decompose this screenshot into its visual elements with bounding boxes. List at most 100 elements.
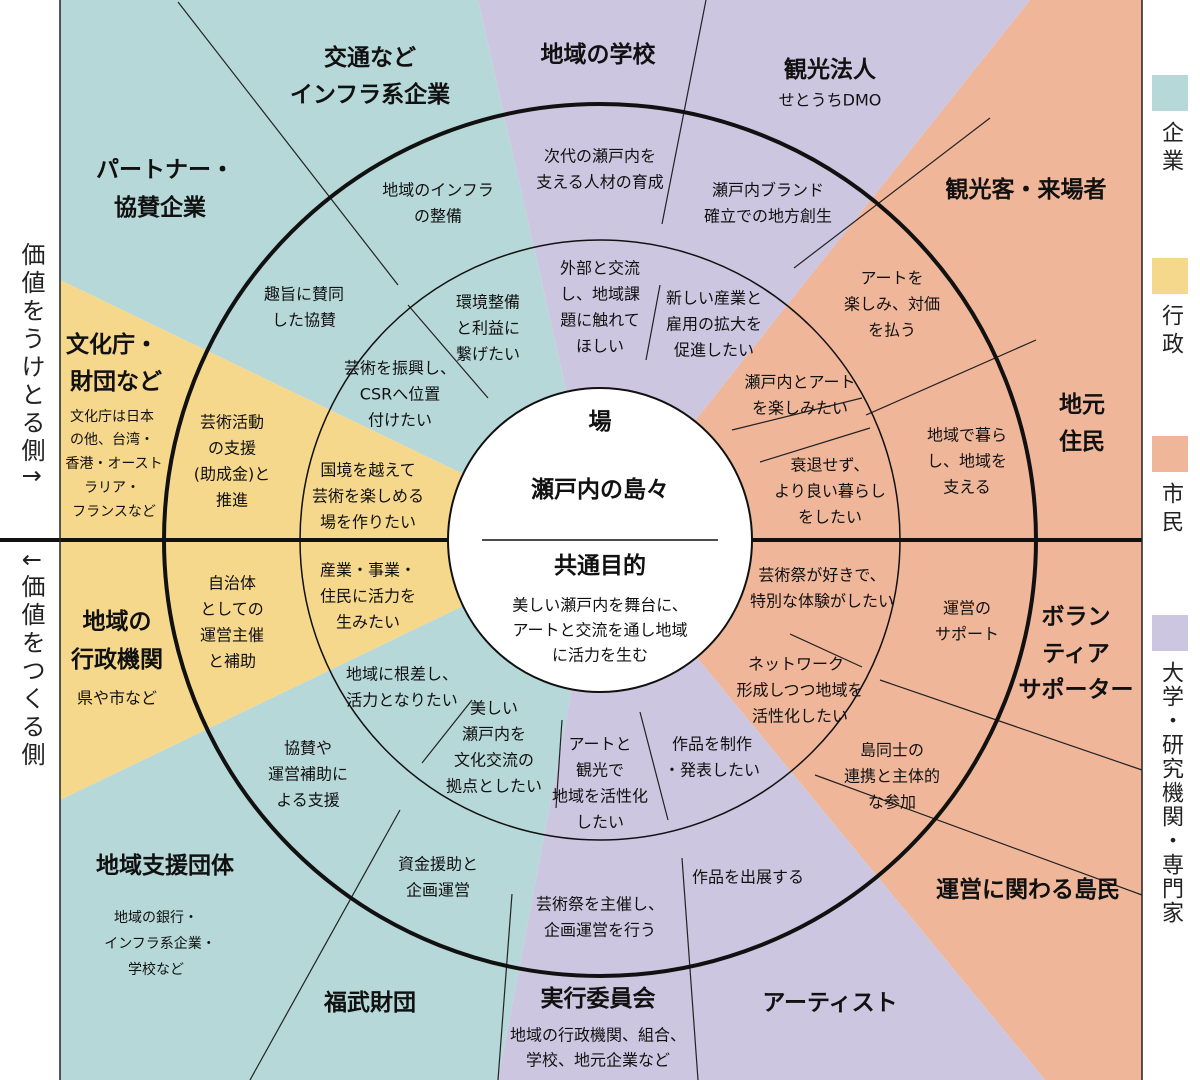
ring1-residents: し、地域を: [927, 452, 1007, 471]
divider-line: [645, 284, 661, 361]
sector-company-top: [60, 0, 600, 540]
ring1-tourist: を払う: [868, 321, 916, 340]
ring1-fukutake: 企画運営: [406, 881, 470, 900]
ring1-tourist: 楽しみ、対価: [844, 295, 940, 314]
ring2-enjoy: を楽しみたい: [752, 399, 848, 418]
divider-line: [407, 304, 489, 399]
divider-line: [814, 774, 1143, 896]
label-partner: 協賛企業: [114, 194, 207, 221]
ring1-committee: 芸術祭を主催し、: [536, 895, 664, 914]
center-goal-title: 共通目的: [554, 552, 646, 579]
label-residents: 住民: [1059, 428, 1105, 455]
ring1-school: 次代の瀬戸内を: [544, 147, 656, 166]
divider-line: [681, 857, 699, 1080]
ring2-network: ネットワーク: [748, 655, 844, 674]
label-bunka-sub: 文化庁は日本: [70, 409, 154, 425]
ring1-gov: 運営主催: [200, 626, 264, 645]
ring1-support: 運営補助に: [268, 765, 348, 784]
ring1-partner: 趣旨に賛同: [264, 285, 344, 304]
label-support-sub: インフラ系企業・: [104, 935, 216, 952]
legend-label: 市民: [1158, 482, 1183, 538]
ring2-env: 環境整備: [456, 293, 520, 312]
axis-create-label: ↓価値をつくる側: [17, 550, 45, 771]
divider-line: [555, 719, 563, 809]
ring2-border: 場を作りたい: [320, 513, 416, 532]
divider-line: [879, 679, 1143, 771]
label-bunka-sub: 香港・オースト: [65, 456, 162, 472]
label-support-sub: 地域の銀行・: [114, 910, 198, 926]
ring2-border: 国境を越えて: [320, 461, 415, 480]
label-artist: アーティスト: [762, 990, 897, 1016]
outer-labels: 交通など インフラ系企業 地域の学校 観光法人 せとうちDMO パートナー・ 協…: [65, 41, 1133, 1070]
ring2-labels: 環境整備 と利益に 繋げたい 外部と交流 し、地域課 題に触れて ほしい 新しい…: [312, 259, 894, 832]
ring2-network: 活性化したい: [752, 707, 848, 726]
ring2-industry: 雇用の拡大を: [666, 315, 762, 334]
label-volunteer: サポーター: [1019, 676, 1134, 703]
ring2-rooted: 活力となりたい: [346, 691, 458, 710]
label-residents: 地元: [1059, 392, 1105, 418]
ring1-infra: の整備: [414, 207, 462, 226]
label-volunteer: ボラン: [1042, 604, 1111, 630]
label-committee: 実行委員会: [541, 985, 656, 1012]
ring2-art-tourism: 地域を活性化: [552, 787, 648, 806]
divider-line: [497, 893, 513, 1080]
ring2-enjoy: 瀬戸内とアート: [744, 373, 855, 392]
label-dmo-sub: せとうちDMO: [779, 91, 882, 110]
center-goal-line: 美しい瀬戸内を舞台に、: [512, 596, 688, 615]
ring2-decline: より良い暮らし: [774, 482, 886, 501]
divider-line: [793, 117, 991, 269]
ring1-labels: 地域のインフラ の整備 次代の瀬戸内を 支える人材の育成 瀬戸内ブランド 確立で…: [194, 147, 1007, 940]
ring2-create: ・発表したい: [664, 761, 760, 780]
label-bunka-sub: フランスなど: [72, 504, 156, 520]
ring2-csr: 付けたい: [368, 411, 432, 430]
ring2-external: 題に触れて: [560, 311, 640, 330]
ring2-external: し、地域課: [560, 285, 640, 304]
divider-line: [421, 699, 473, 764]
divider-line: [731, 397, 863, 431]
ring1-school: 支える人材の育成: [536, 173, 664, 192]
ring1-committee: 企画運営を行う: [544, 921, 656, 940]
ring1-islanders: 連携と主体的: [844, 767, 940, 786]
legend-swatch: [1152, 615, 1188, 651]
legend-swatch: [1152, 436, 1188, 472]
label-bunka-sub: の他、台湾・: [70, 431, 154, 448]
ring1-islanders: な参加: [868, 793, 916, 812]
ring1-gov: 自治体: [208, 574, 256, 593]
ring2-festival: 芸術祭が好きで、: [758, 566, 885, 585]
ring1-bunka: の支援: [208, 439, 256, 458]
legend-label: 企業: [1158, 121, 1183, 177]
ring2-hub: 美しい: [470, 699, 518, 718]
label-support-sub: 学校など: [128, 961, 184, 978]
center-place-title: 場: [589, 409, 612, 435]
center-place-name: 瀬戸内の島々: [531, 476, 669, 503]
ring1-bunka: 推進: [216, 491, 248, 510]
legend-swatch: [1152, 75, 1188, 111]
ring2-art-tourism: したい: [576, 813, 624, 832]
ring1-islanders: 島同士の: [860, 741, 924, 760]
ring2-hub: 瀬戸内を: [462, 725, 526, 744]
ring2-env: 繋げたい: [456, 345, 520, 364]
legend-company: 企業: [1152, 75, 1188, 177]
ring2-vitalize: 住民に活力を: [320, 587, 416, 606]
divider-line: [865, 339, 1037, 416]
ring2-decline: 衰退せず、: [791, 456, 870, 475]
label-gov: 行政機関: [70, 646, 163, 673]
ring2-network: 形成しつつ地域を: [736, 681, 863, 700]
label-bunka: 財団など: [70, 369, 162, 395]
label-partner: パートナー・: [96, 157, 234, 183]
label-fukutake: 福武財団: [323, 990, 416, 1016]
ring2-rooted: 地域に根差し、: [346, 665, 458, 684]
outer-dividers: [177, 0, 1143, 1080]
sector-company-bottom: [60, 540, 600, 1080]
ring2-vitalize: 産業・事業・: [320, 561, 416, 580]
ring2-border: 芸術を楽しめる: [312, 487, 424, 506]
ring1-gov: と補助: [208, 652, 256, 671]
ring2-external: 外部と交流: [560, 259, 640, 278]
ring1-volunteer: サポート: [935, 625, 999, 644]
ring1-gov: としての: [200, 600, 264, 619]
center-goal-line: に活力を生む: [552, 646, 648, 665]
ring1-bunka: (助成金)と: [194, 465, 271, 484]
ring1-residents: 支える: [943, 478, 991, 497]
ring2-hub: 拠点としたい: [446, 777, 542, 796]
